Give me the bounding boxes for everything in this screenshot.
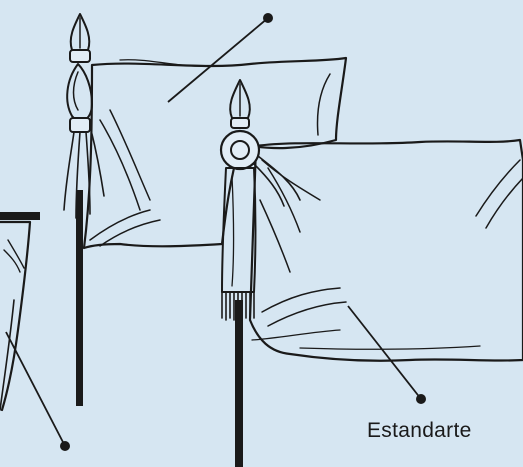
estandarte-label: Estandarte	[367, 419, 472, 443]
callout-left	[6, 332, 70, 451]
callout-estandarte	[348, 306, 426, 404]
back-flag	[64, 14, 346, 406]
left-partial-flag	[0, 212, 40, 410]
callout-top	[168, 13, 273, 102]
estandarte-flag	[221, 80, 523, 467]
